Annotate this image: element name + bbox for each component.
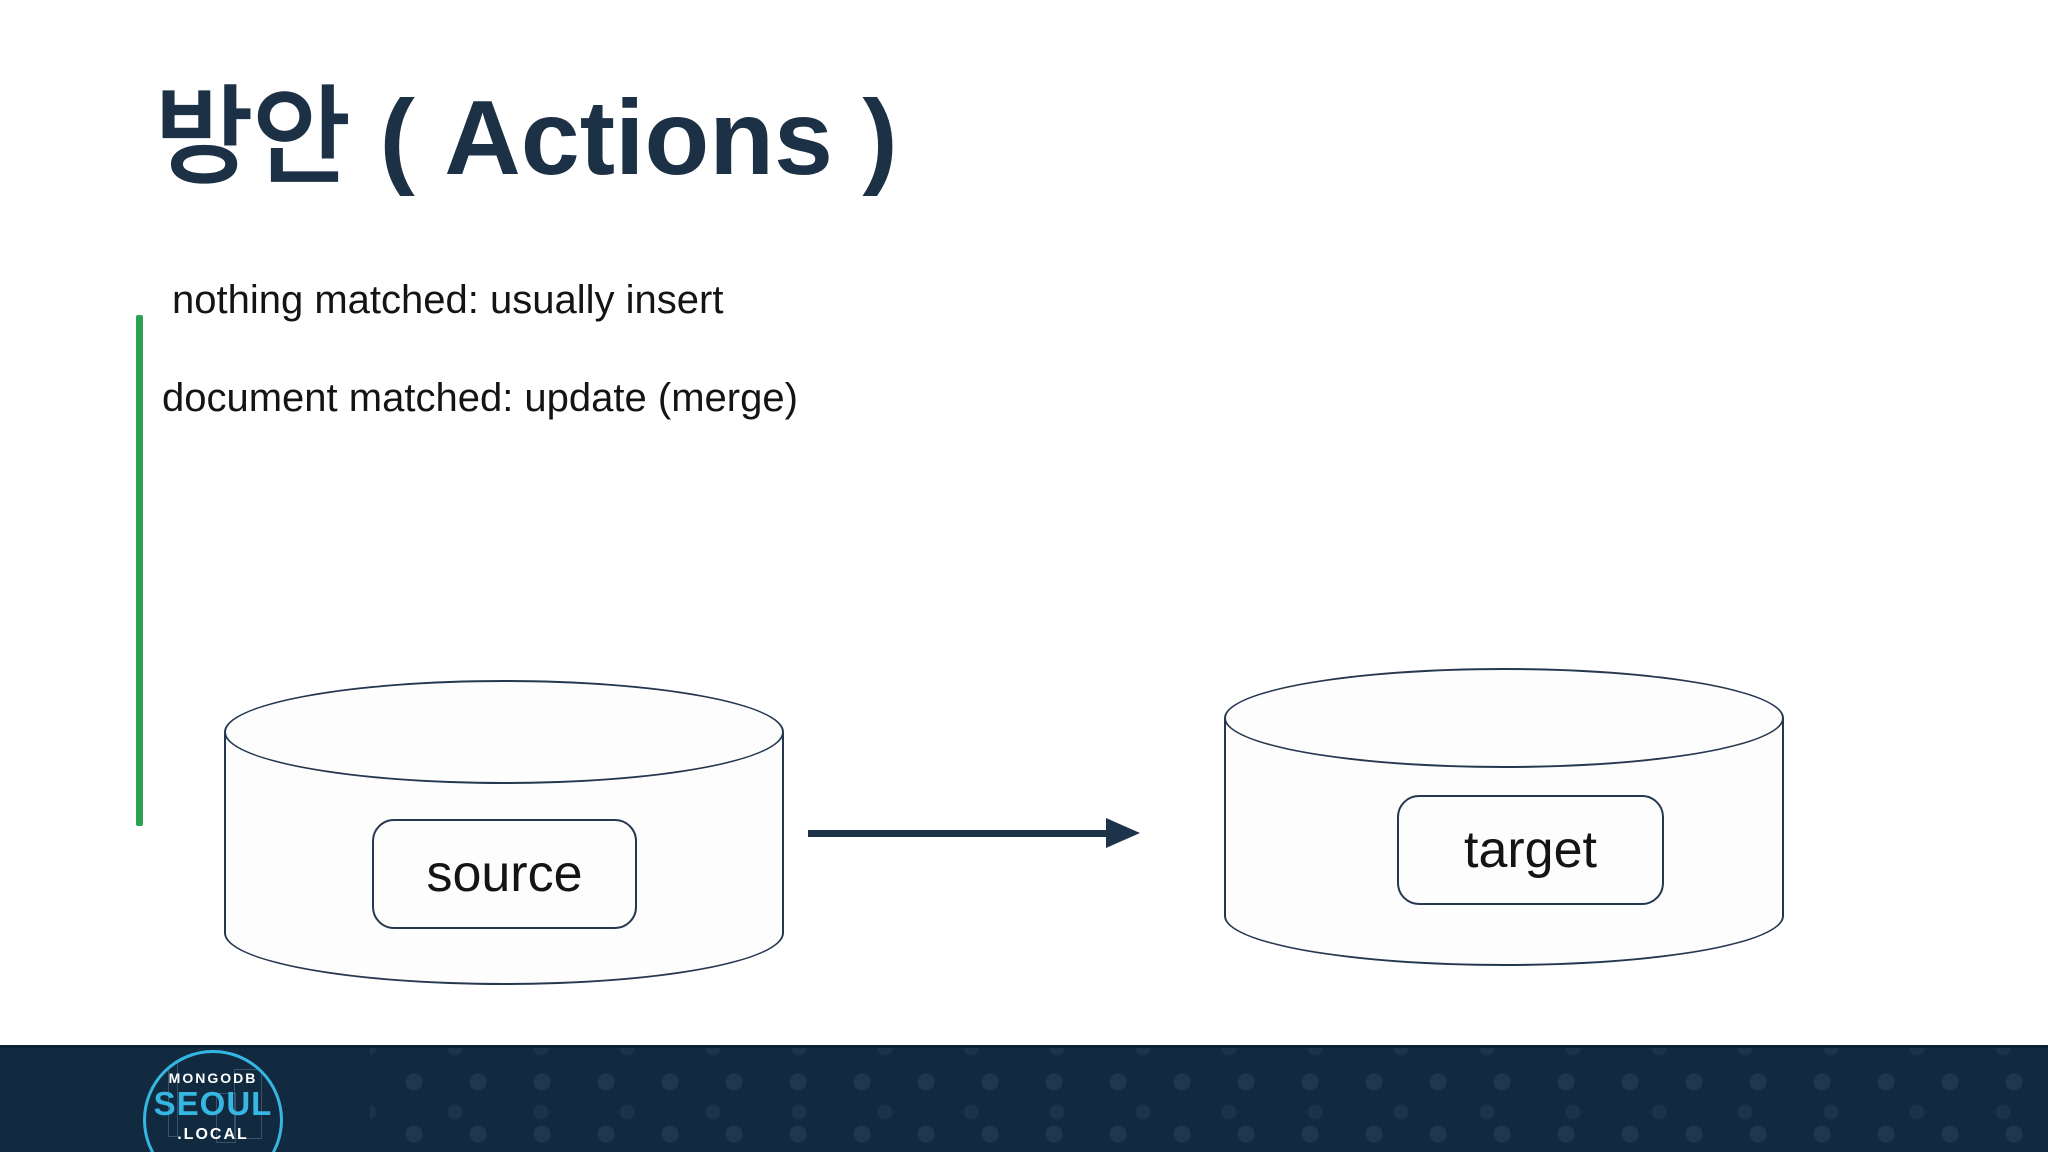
skyline-tower-icon [168, 1059, 178, 1137]
mongodb-seoul-local-logo: MONGODB SEOUL .LOCAL [143, 1050, 283, 1152]
skyline-building-icon [234, 1069, 262, 1139]
source-label: source [426, 845, 583, 903]
logo-seoul-text: SEOUL [153, 1085, 273, 1122]
bullet-nothing-matched: nothing matched: usually insert [172, 278, 724, 322]
target-cylinder-top-ellipse [1224, 668, 1784, 768]
logo-mongodb-text: MONGODB [168, 1070, 258, 1086]
source-cylinder-top-ellipse [224, 680, 784, 784]
logo-local-text: .LOCAL [177, 1126, 249, 1144]
flow-arrow-head-icon [1106, 818, 1140, 848]
source-database-cylinder: source [224, 680, 784, 985]
green-accent-bar [136, 315, 143, 826]
flow-arrow-line [808, 830, 1110, 837]
target-label-box: target [1397, 795, 1664, 905]
bullet-document-matched: document matched: update (merge) [162, 376, 798, 420]
footer-bar: MONGODB SEOUL .LOCAL [0, 1045, 2048, 1152]
target-label: target [1464, 821, 1597, 879]
target-database-cylinder: target [1224, 668, 1784, 966]
skyline-building-icon [216, 1093, 236, 1143]
footer-dot-pattern [370, 1048, 2048, 1152]
source-label-box: source [372, 819, 637, 929]
slide-title: 방안 ( Actions ) [155, 79, 898, 197]
